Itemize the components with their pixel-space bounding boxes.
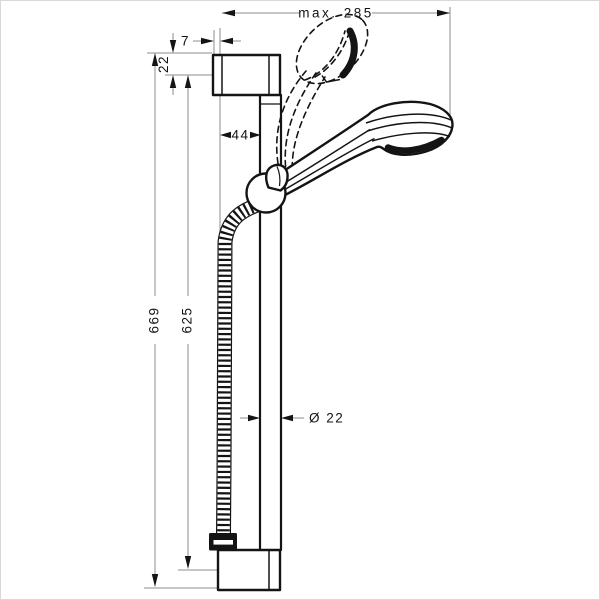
- bottom-bracket-body: [216, 548, 282, 592]
- head-band-line-3: [371, 132, 451, 142]
- hose-ribs: [217, 199, 260, 534]
- spray-face: [384, 136, 445, 154]
- dimension-labels: max. 285 7 22 44 669 625 Ø 22: [147, 6, 374, 426]
- dashed-head-junction-mark: [321, 75, 341, 83]
- dimension-arrows: [151, 9, 450, 587]
- projection44-arrow-right: [250, 131, 261, 139]
- offset22-arrow-top: [169, 40, 177, 53]
- shower-hose: [216, 198, 260, 534]
- hose-nut-groove: [213, 540, 233, 545]
- handle-detail-line-2: [280, 137, 375, 193]
- dashed-handle-line-2: [284, 72, 317, 178]
- extension-lines: [144, 7, 451, 589]
- diameter22-arrow-left: [248, 414, 260, 422]
- max-reach-label: max. 285: [298, 6, 374, 21]
- bottom-wall-bracket: [216, 548, 282, 592]
- shower-body-outline: [274, 100, 454, 198]
- top-wall-bracket: [211, 53, 282, 97]
- max-reach-arrow-left: [222, 9, 235, 17]
- dashed-head-face-line-1: [304, 30, 346, 81]
- holder-cone: [264, 163, 289, 192]
- offset22-arrow-bottom: [169, 75, 177, 88]
- top-bracket-body: [211, 53, 282, 97]
- top-fixing-offset-label: 22: [156, 55, 171, 73]
- head-band-line-1: [365, 113, 452, 124]
- bar-diameter-label: Ø 22: [309, 411, 344, 426]
- handle-detail-line-1: [277, 128, 371, 188]
- height669-arrow-bottom: [151, 574, 159, 587]
- diameter22-arrow-right: [281, 414, 293, 422]
- hand-shower-dashed-position: [275, 13, 369, 180]
- hose-connector: [209, 533, 237, 551]
- hand-shower: [274, 100, 454, 198]
- overall-height-label: 669: [147, 306, 162, 333]
- dashed-head-spray-face: [339, 27, 358, 79]
- max-reach-arrow-right: [437, 9, 450, 17]
- distance625-arrow-bottom: [184, 556, 192, 569]
- head-band-line-2: [367, 121, 453, 132]
- dashed-head-face-line-2: [314, 32, 350, 78]
- slider-holder: [245, 163, 289, 214]
- bracket-offset-label: 7: [181, 34, 190, 49]
- distance625-arrow-top: [184, 75, 192, 88]
- holder-projection-label: 44: [231, 128, 249, 143]
- offset7-arrow-left: [201, 37, 214, 45]
- dashed-handle-line-3: [291, 76, 326, 180]
- hole-distance-label: 625: [180, 306, 195, 333]
- height669-arrow-top: [151, 53, 159, 66]
- offset7-arrow-right: [220, 37, 233, 45]
- dashed-handle-line-1: [275, 70, 307, 175]
- projection44-arrow-left: [220, 131, 231, 139]
- holder-cone-crease: [276, 166, 281, 187]
